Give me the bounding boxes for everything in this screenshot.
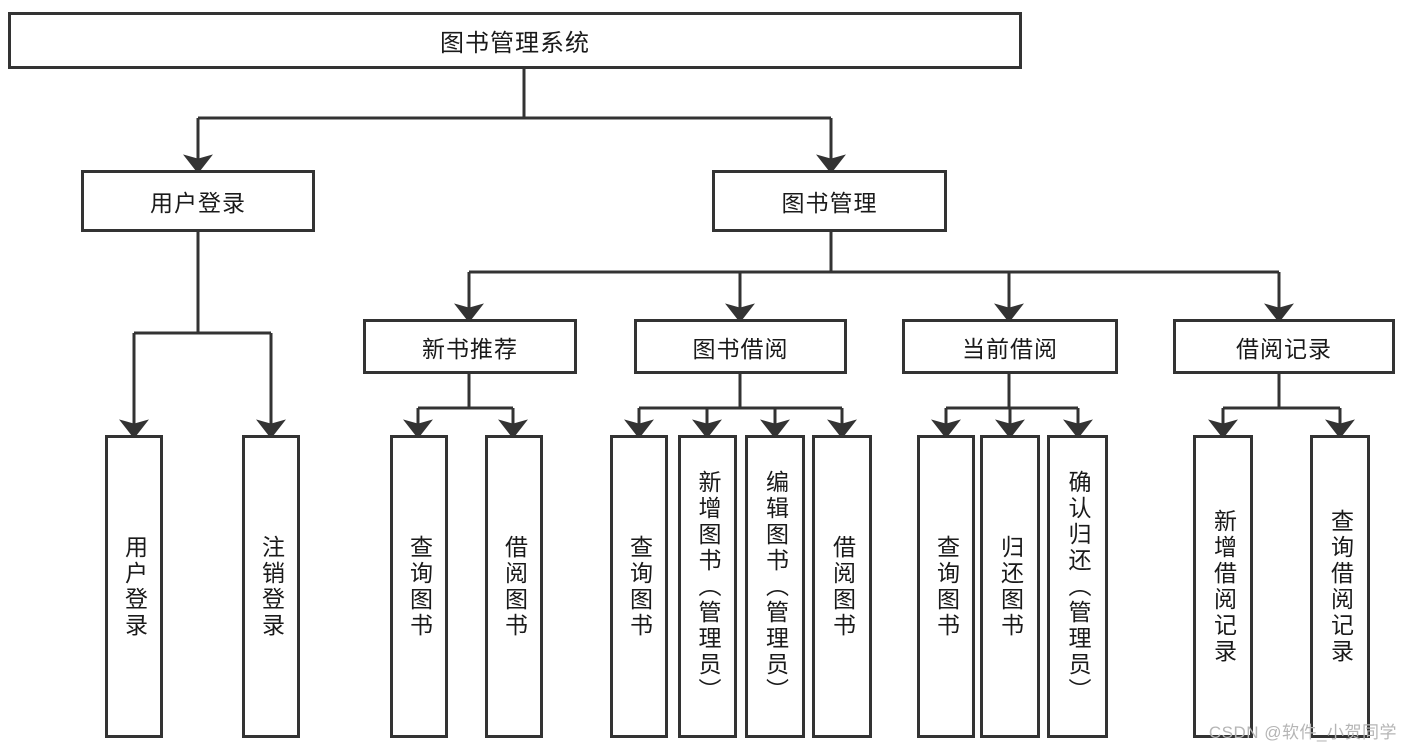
node-new-book-recommend[interactable]: 新书推荐 — [363, 319, 577, 374]
node-leaf-logout-label: 注销登录 — [258, 534, 285, 639]
node-leaf-add-book-label: 新增图书（管理员） — [695, 469, 721, 704]
node-leaf-logout[interactable]: 注销登录 — [242, 435, 300, 738]
node-leaf-query-borrow-record[interactable]: 查询借阅记录 — [1310, 435, 1370, 738]
node-leaf-confirm-return-label: 确认归还（管理员） — [1065, 469, 1091, 704]
node-user-login-label: 用户登录 — [150, 190, 246, 216]
node-borrow-record-label: 借阅记录 — [1236, 335, 1332, 362]
node-root-label: 图书管理系统 — [440, 30, 590, 57]
node-leaf-confirm-return[interactable]: 确认归还（管理员） — [1047, 435, 1108, 738]
node-leaf-query-book-1-label: 查询图书 — [406, 534, 433, 639]
node-root[interactable]: 图书管理系统 — [8, 12, 1022, 69]
node-leaf-borrow-book-2[interactable]: 借阅图书 — [812, 435, 872, 738]
node-leaf-borrow-book-1-label: 借阅图书 — [501, 534, 528, 639]
node-leaf-add-book[interactable]: 新增图书（管理员） — [678, 435, 737, 738]
node-leaf-borrow-book-2-label: 借阅图书 — [829, 534, 856, 639]
node-current-borrow[interactable]: 当前借阅 — [902, 319, 1118, 374]
node-leaf-query-book-1[interactable]: 查询图书 — [390, 435, 448, 738]
node-leaf-query-book-3-label: 查询图书 — [933, 534, 960, 639]
node-leaf-user-login[interactable]: 用户登录 — [105, 435, 163, 738]
node-leaf-borrow-book-1[interactable]: 借阅图书 — [485, 435, 543, 738]
node-borrow-record[interactable]: 借阅记录 — [1173, 319, 1395, 374]
node-leaf-edit-book-label: 编辑图书（管理员） — [762, 469, 789, 704]
node-book-manage-label: 图书管理 — [781, 190, 878, 216]
node-book-manage[interactable]: 图书管理 — [712, 170, 947, 232]
node-leaf-user-login-label: 用户登录 — [121, 534, 148, 639]
node-leaf-add-borrow-record[interactable]: 新增借阅记录 — [1193, 435, 1253, 738]
node-current-borrow-label: 当前借阅 — [962, 335, 1058, 362]
node-new-book-recommend-label: 新书推荐 — [422, 335, 518, 362]
node-leaf-query-book-2[interactable]: 查询图书 — [610, 435, 668, 738]
node-leaf-query-book-3[interactable]: 查询图书 — [917, 435, 975, 738]
node-user-login[interactable]: 用户登录 — [81, 170, 315, 232]
node-book-borrow[interactable]: 图书借阅 — [634, 319, 847, 374]
node-leaf-return-book[interactable]: 归还图书 — [980, 435, 1040, 738]
node-leaf-add-borrow-record-label: 新增借阅记录 — [1210, 508, 1237, 665]
node-leaf-query-book-2-label: 查询图书 — [626, 534, 653, 639]
node-leaf-edit-book[interactable]: 编辑图书（管理员） — [745, 435, 805, 738]
node-leaf-return-book-label: 归还图书 — [997, 534, 1024, 639]
node-book-borrow-label: 图书借阅 — [692, 335, 789, 362]
node-leaf-query-borrow-record-label: 查询借阅记录 — [1327, 508, 1354, 665]
watermark: CSDN @软件_小贺同学 — [1208, 723, 1397, 742]
